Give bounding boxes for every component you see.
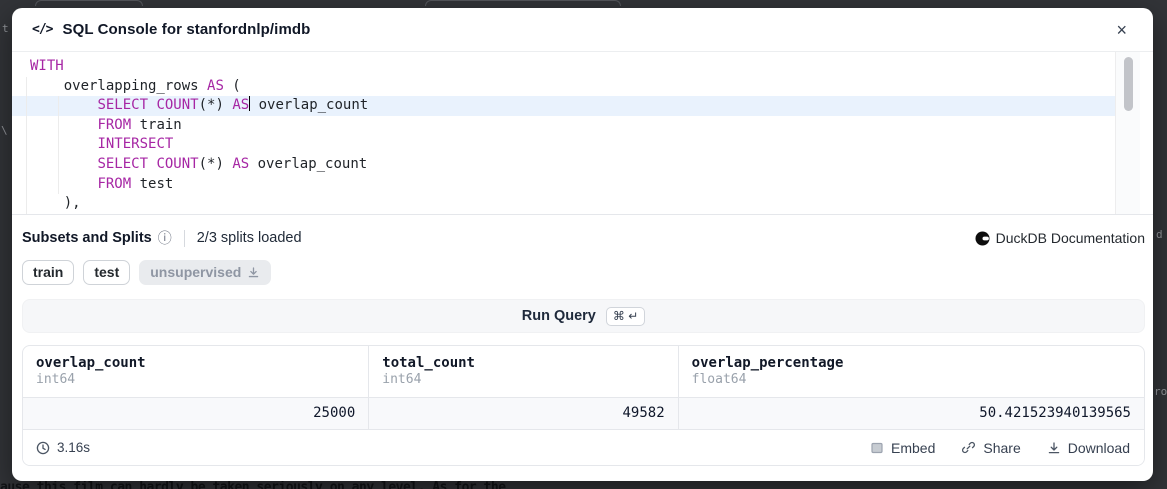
backdrop-fragment: d: [1156, 228, 1163, 241]
column-name: overlap_percentage: [691, 355, 844, 371]
sql-keyword: WITH: [30, 58, 64, 74]
embed-button[interactable]: Embed: [870, 440, 935, 456]
split-pill-label: test: [94, 264, 120, 280]
sql-text: [30, 136, 97, 152]
code-line[interactable]: ),: [12, 194, 1115, 214]
code-line[interactable]: FROM train: [12, 116, 1115, 136]
sql-text: ),: [30, 195, 81, 212]
sql-keyword: SELECT: [97, 155, 149, 172]
column-name: overlap_count: [36, 355, 146, 371]
scrollbar-thumb[interactable]: [1124, 57, 1133, 111]
sql-text: (*): [198, 155, 233, 172]
action-label: Share: [983, 439, 1021, 456]
backdrop-box-fragment: [425, 0, 621, 6]
code-line-active[interactable]: SELECT COUNT(*) AS overlap_count: [12, 96, 1115, 116]
keyboard-shortcut-badge: ⌘ ↵: [605, 306, 646, 326]
backdrop-fragment: t: [2, 22, 9, 35]
indent-guide: [58, 96, 59, 194]
sql-text: [30, 176, 97, 192]
sql-text: train: [131, 116, 182, 133]
split-pill-train[interactable]: train: [22, 260, 75, 285]
share-button[interactable]: Share: [961, 439, 1021, 456]
sql-text: overlapping_rows: [30, 77, 208, 94]
table-cell: 50.421523940139565: [677, 398, 1144, 429]
action-label: Embed: [891, 439, 936, 456]
sql-text: [30, 97, 97, 113]
code-line[interactable]: SELECT COUNT(*) AS overlap_count: [12, 155, 1115, 175]
code-icon: </>: [32, 22, 54, 37]
download-icon: [1047, 441, 1061, 455]
sql-text: (: [223, 77, 241, 94]
share-icon: [961, 440, 976, 455]
sql-keyword: INTERSECT: [97, 136, 174, 153]
splits-status: 2/3 splits loaded: [196, 230, 302, 246]
editor-scrollbar[interactable]: [1115, 52, 1140, 214]
sql-text: [30, 156, 97, 172]
column-name: total_count: [382, 355, 475, 371]
page-title: SQL Console for stanfordnlp/imdb: [62, 21, 311, 38]
code-line[interactable]: INTERSECT: [12, 135, 1115, 155]
table-cell: 25000: [313, 405, 356, 421]
download-icon: [249, 266, 259, 277]
sql-code[interactable]: WITH overlapping_rows AS ( SELECT COUNT(…: [12, 57, 1115, 214]
modal-header: </> SQL Console for stanfordnlp/imdb ×: [12, 8, 1153, 52]
sql-text: overlap_count: [250, 97, 369, 114]
backdrop-bottom-text: ause this film can hardly be taken serio…: [0, 480, 506, 489]
table-cell: 49582: [368, 398, 677, 429]
column-type: float64: [691, 372, 747, 387]
results-footer: 3.16s Embed Share Download: [23, 430, 1144, 465]
duckdb-doc-link[interactable]: DuckDB Documentation: [975, 230, 1145, 246]
split-pill-label: unsupervised: [150, 264, 242, 280]
subsets-label: Subsets and Splits: [22, 230, 152, 246]
action-label: Download: [1067, 439, 1130, 456]
sql-editor[interactable]: WITH overlapping_rows AS ( SELECT COUNT(…: [12, 52, 1153, 215]
run-query-button[interactable]: Run Query ⌘ ↵: [22, 299, 1145, 333]
duckdb-logo-icon: [975, 231, 990, 245]
indent-guide: [26, 77, 27, 214]
column-type: int64: [382, 372, 422, 387]
sql-keyword: FROM: [97, 175, 132, 192]
footer-actions: Embed Share Download: [870, 440, 1130, 456]
subsets-row: Subsets and Splits ⓘ 2/3 splits loaded D…: [22, 228, 1145, 248]
code-line[interactable]: FROM test: [12, 175, 1115, 195]
download-button[interactable]: Download: [1047, 440, 1130, 456]
sql-keyword: COUNT: [156, 97, 199, 114]
query-time: 3.16s: [36, 440, 90, 455]
sql-console-modal: </> SQL Console for stanfordnlp/imdb × W…: [12, 8, 1153, 481]
sql-keyword: FROM: [97, 116, 132, 133]
close-icon[interactable]: ×: [1116, 19, 1127, 40]
sql-keyword: COUNT: [156, 155, 199, 172]
run-query-label: Run Query: [521, 308, 596, 324]
split-pill-test[interactable]: test: [83, 260, 131, 285]
sql-text: (*): [198, 97, 233, 114]
code-line[interactable]: overlapping_rows AS (: [12, 77, 1115, 97]
info-icon[interactable]: ⓘ: [157, 230, 172, 246]
divider: [183, 229, 185, 247]
clock-icon: [36, 441, 50, 454]
column-type: int64: [36, 372, 76, 387]
sql-keyword: AS: [232, 155, 250, 172]
sql-text: [30, 117, 97, 133]
text-cursor: [249, 96, 251, 112]
sql-keyword: AS: [207, 77, 224, 94]
backdrop-box-fragment: [35, 0, 143, 6]
sql-text: test: [131, 175, 174, 192]
backdrop-fragment: \: [1, 124, 8, 137]
code-line[interactable]: WITH: [12, 57, 1115, 77]
sql-keyword: SELECT: [97, 97, 149, 114]
split-pill-unsupervised[interactable]: unsupervised: [139, 260, 272, 285]
sql-keyword: AS: [232, 97, 250, 114]
split-pills: train test unsupervised: [22, 260, 1145, 285]
split-pill-label: train: [33, 264, 64, 280]
backdrop-fragment: ro: [1154, 385, 1167, 398]
sql-text: overlap_count: [249, 155, 368, 172]
embed-icon: [870, 441, 884, 455]
